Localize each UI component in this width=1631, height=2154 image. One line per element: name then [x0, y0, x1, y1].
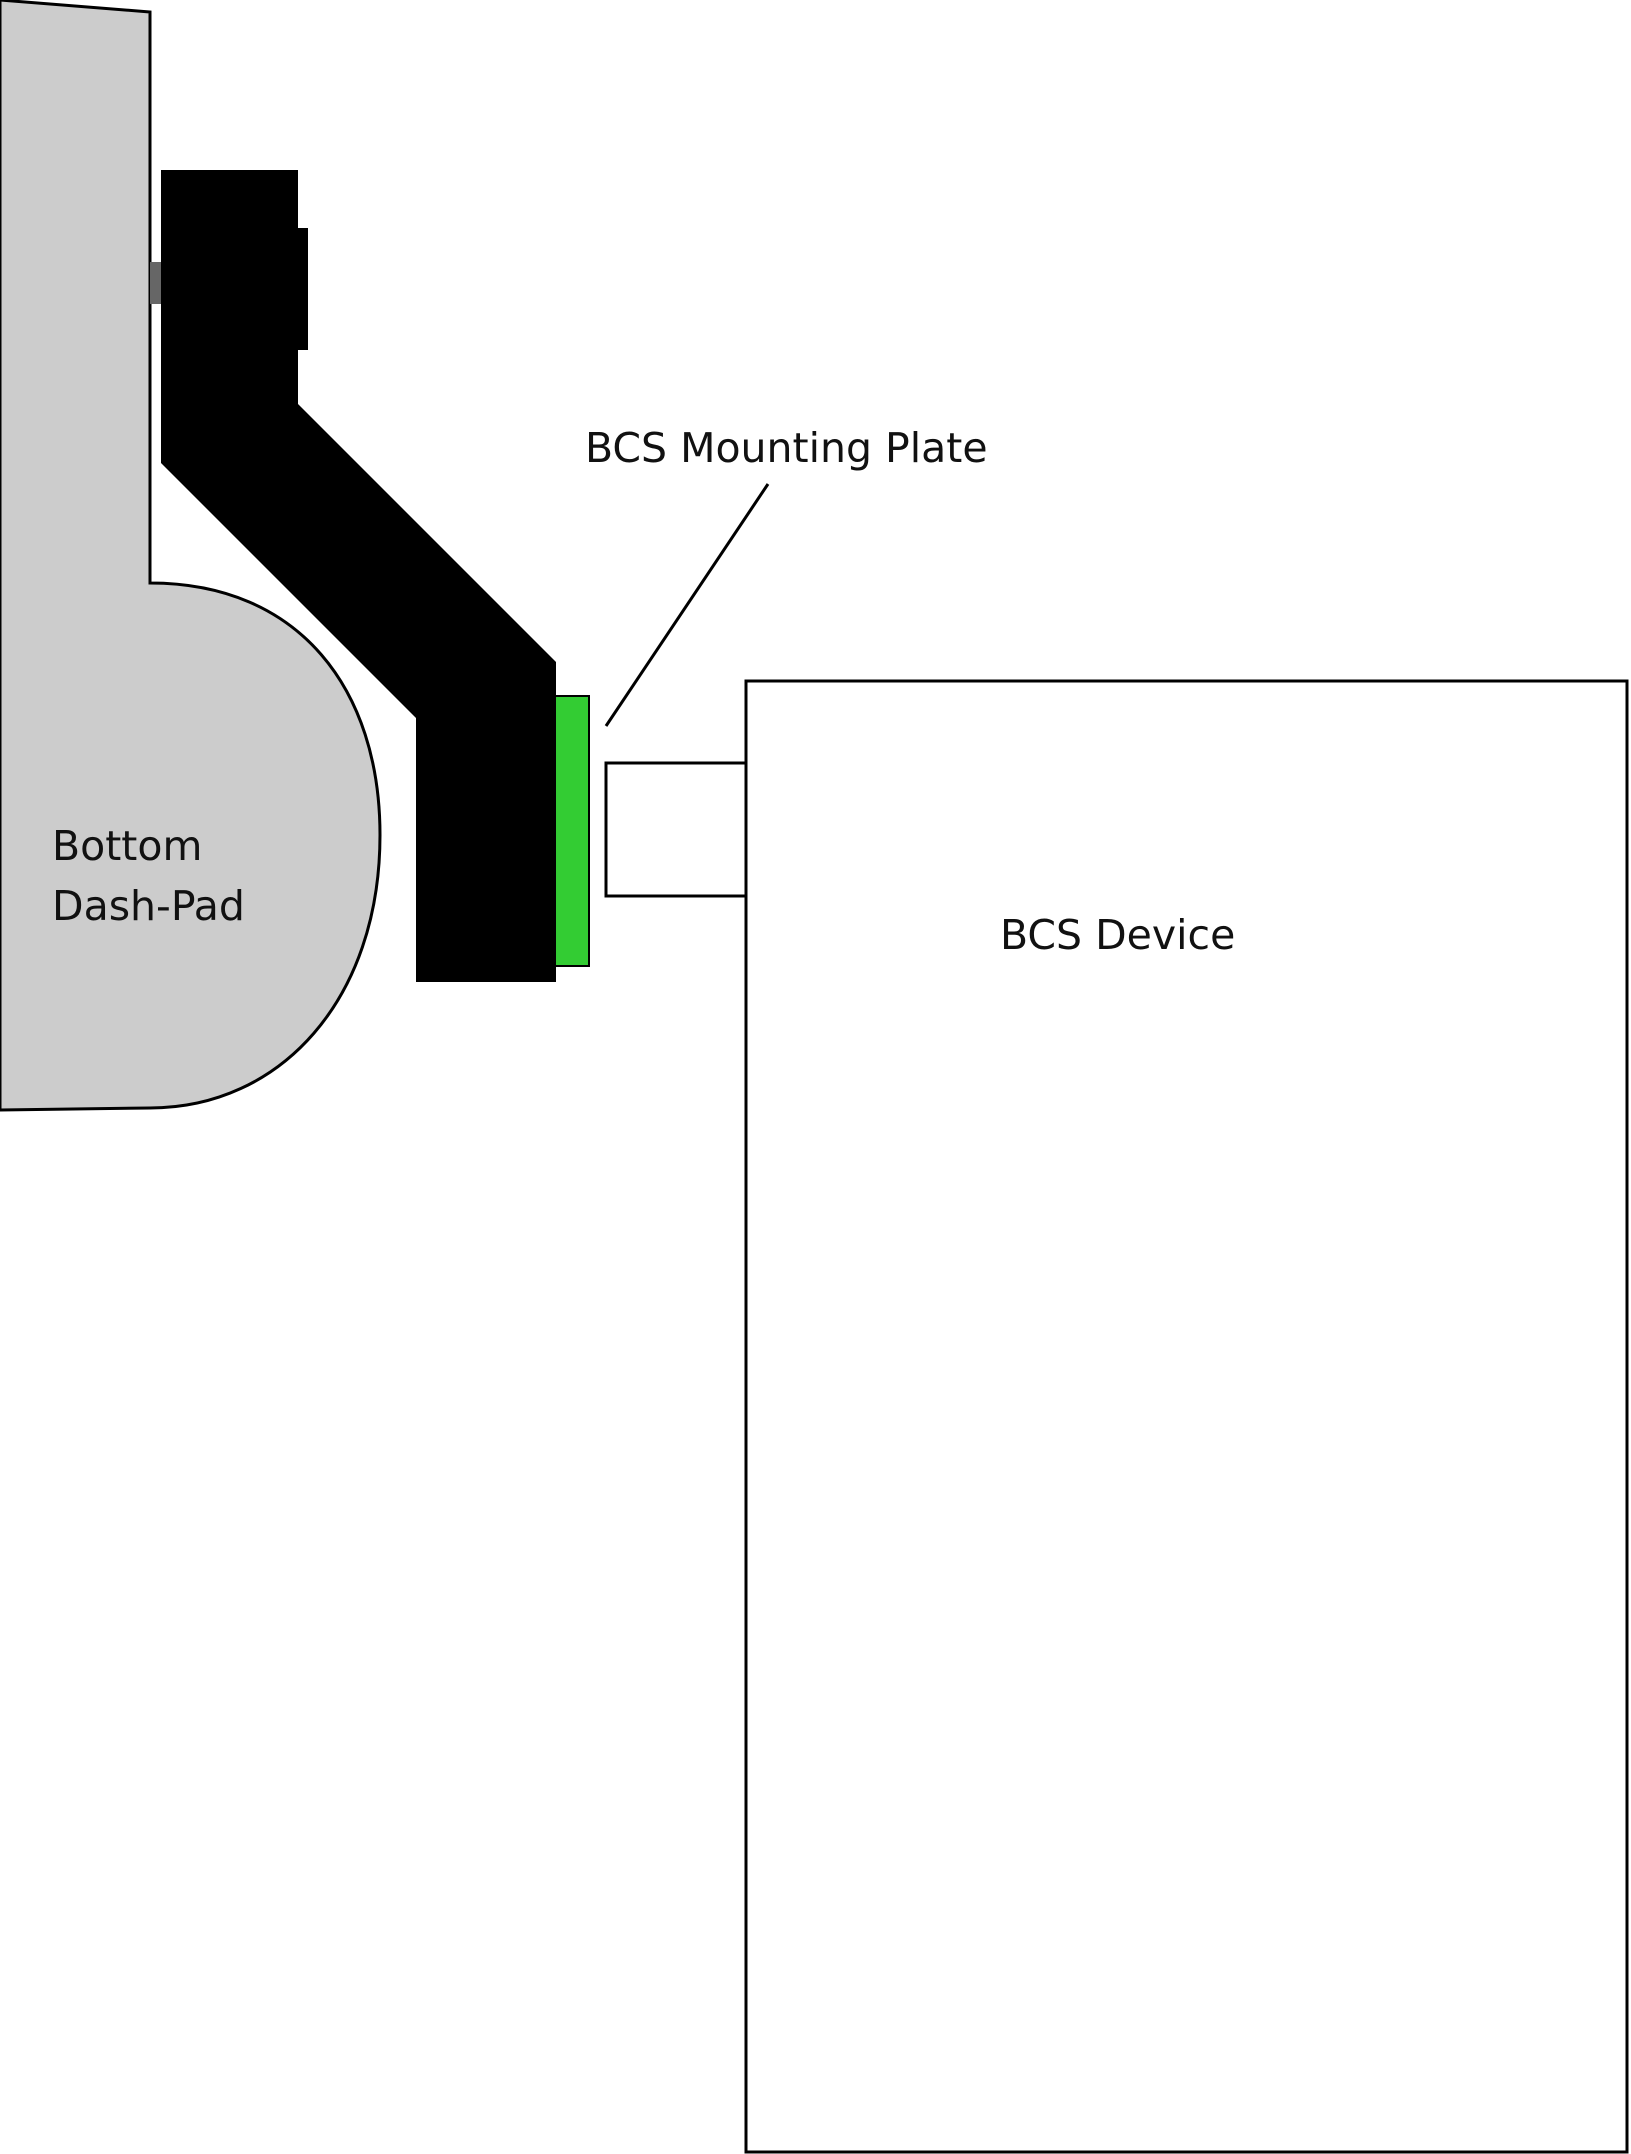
- bracket-tab: [298, 228, 308, 350]
- dash-pad-label-line2: Dash-Pad: [52, 882, 245, 930]
- mounting-plate-leader-line: [604, 483, 770, 727]
- device-shape: [744, 679, 1629, 2154]
- connector-shape: [604, 761, 748, 898]
- dash-pad-label-line1: Bottom: [52, 822, 202, 870]
- mounting-plate-shape: [554, 695, 590, 967]
- bracket-shape: [161, 170, 556, 982]
- dash-pad-shape: [0, 0, 382, 1112]
- mounting-plate-label: BCS Mounting Plate: [585, 424, 988, 472]
- device-label: BCS Device: [1000, 911, 1235, 959]
- bolt-shaft: [150, 262, 164, 304]
